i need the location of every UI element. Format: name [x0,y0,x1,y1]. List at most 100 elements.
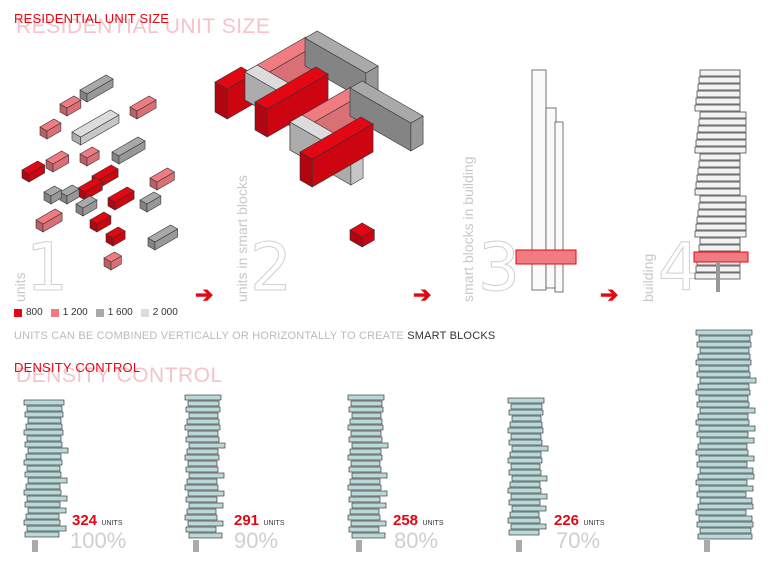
units-count: 291 [234,512,260,529]
tower-floor [698,485,754,492]
tower-floor [26,525,67,532]
tower-floor [347,424,384,431]
building-floor [694,104,741,112]
tower-floor [697,353,751,360]
step-number-1: 1 [26,229,69,306]
tower-floor [507,397,545,404]
tower-floor [350,430,382,437]
arrow-right-icon: ➔ [413,282,432,307]
tower-floor [24,501,61,508]
smart-blocks-building-illustration [515,69,577,293]
building-floor [699,237,741,245]
tower-floor [696,341,752,348]
tower-floor [347,484,382,491]
tower-floor [695,509,747,516]
building-floor [699,153,741,161]
unit-block [105,226,126,247]
tower-floor [698,455,755,462]
tower-floor [26,435,62,442]
tower-floor [699,377,757,384]
unit-block [107,186,135,211]
tower-floor [25,513,60,520]
arrow-right-icon: ➔ [195,282,214,307]
density-percent: 80% [394,528,439,553]
unit-block [149,167,175,191]
unit-block [111,136,146,165]
tower-floor [349,418,383,425]
tower-floor [184,394,222,401]
tower-floor [699,437,755,444]
smart-block [349,222,375,248]
tower-floor [26,465,61,472]
tower-floor [508,409,544,416]
tower-base [704,540,710,552]
tower-floor [24,471,62,478]
tower-floor [23,429,64,436]
tower-floor [348,466,382,473]
tower-floor [187,400,220,407]
tower-floor [699,407,756,414]
tower-floor [348,496,381,503]
tower-floor [508,499,541,506]
tower-floor [695,419,750,426]
tower-floor [510,403,543,410]
building-floor [698,118,747,126]
building-floor [699,111,747,119]
tower-floor [695,329,753,336]
tower-floor [185,406,221,413]
tower-floor [348,526,380,533]
smart-block [254,66,329,138]
tower-floor [349,508,380,515]
tower-floor [507,517,541,524]
tower-floor [696,491,747,498]
density-percent: 100% [70,528,127,553]
building-floor [695,139,747,147]
units-label: UNITS [263,520,285,527]
legend-swatch-2000 [140,308,149,317]
tower-floor [25,453,62,460]
tower-floor [697,413,749,420]
legend-label: 1 200 [62,307,88,318]
building-floor [698,160,741,168]
tower-floor [186,508,217,515]
tower-floor [349,478,381,485]
legend-label: 800 [26,307,43,318]
tower-floor [350,400,383,407]
tower-floor [509,481,541,488]
building-floor [698,202,747,210]
units-count: 258 [393,512,419,529]
tower-floor [695,389,751,396]
tower-floor [188,442,226,449]
building-floor [695,97,741,105]
tower-floor [27,417,62,424]
tower-floor [24,411,64,418]
tower-floor [23,399,65,406]
tower-floor [695,359,752,366]
building-floor [695,181,741,189]
tower-base [516,540,522,552]
unit-block [147,224,179,251]
tower-floor [695,449,749,456]
tower-floor [699,527,752,534]
tower-floor [698,515,753,522]
smart-block-band [515,249,577,265]
units-label: UNITS [101,520,123,527]
smart-blocks-illustration [214,30,424,248]
tower-floor [188,532,223,539]
density-tower-90 [184,394,226,552]
tower-floor [696,521,754,528]
step-number-3: 3 [478,229,521,306]
unit-block [139,191,162,213]
tower-floor [24,441,63,448]
unit-block [75,195,98,217]
tower-floor [27,447,69,454]
density-tower-100 [23,399,69,552]
building-floor [696,216,747,224]
tower-floor [348,406,384,413]
density-tower-70 [507,397,549,552]
tower-floor [351,442,389,449]
section-title-density: DENSITY CONTROL [14,360,141,375]
section-ghost-title: DENSITY CONTROL [16,364,223,387]
tower-floor [184,424,221,431]
tower-floor [351,412,382,419]
